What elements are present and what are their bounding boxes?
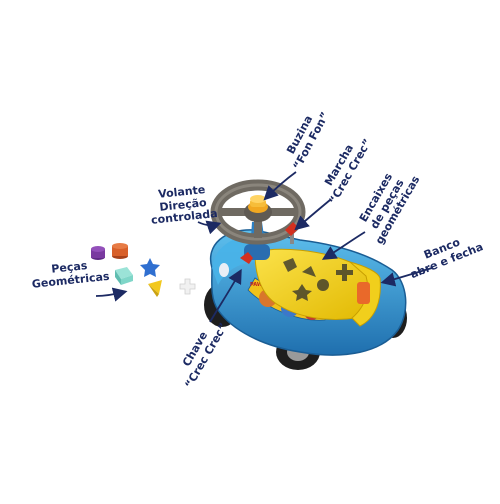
shape-slot-square [283, 258, 297, 272]
callout-arrows [95, 171, 433, 323]
arrow-marcha [294, 199, 331, 231]
shape-slot-star [292, 284, 312, 301]
arrow-encaixes [321, 231, 366, 260]
blue-star-piece [140, 258, 160, 277]
ignition-key[interactable] [240, 252, 253, 264]
geometric-pieces [91, 243, 196, 297]
shape-slot-circle [317, 279, 329, 291]
label-volante: Volante Direção controlada [148, 183, 219, 228]
seat-shape-sorter[interactable] [254, 248, 381, 327]
teal-square-piece [115, 267, 133, 285]
white-cross-piece [179, 278, 196, 295]
steering-wheel[interactable] [210, 179, 306, 245]
yellow-triangle-piece [148, 280, 162, 297]
orange-cylinder-piece [112, 243, 128, 259]
purple-cylinder-piece [91, 246, 105, 260]
horn-button[interactable] [248, 195, 268, 213]
arrow-pecas [95, 287, 128, 302]
arrow-volante [197, 220, 222, 235]
arrow-buzina [263, 171, 297, 201]
shape-slot-triangle [302, 266, 316, 277]
arrow-banco [380, 267, 433, 287]
arrow-chave [209, 268, 242, 323]
shape-slot-cross [336, 264, 353, 281]
